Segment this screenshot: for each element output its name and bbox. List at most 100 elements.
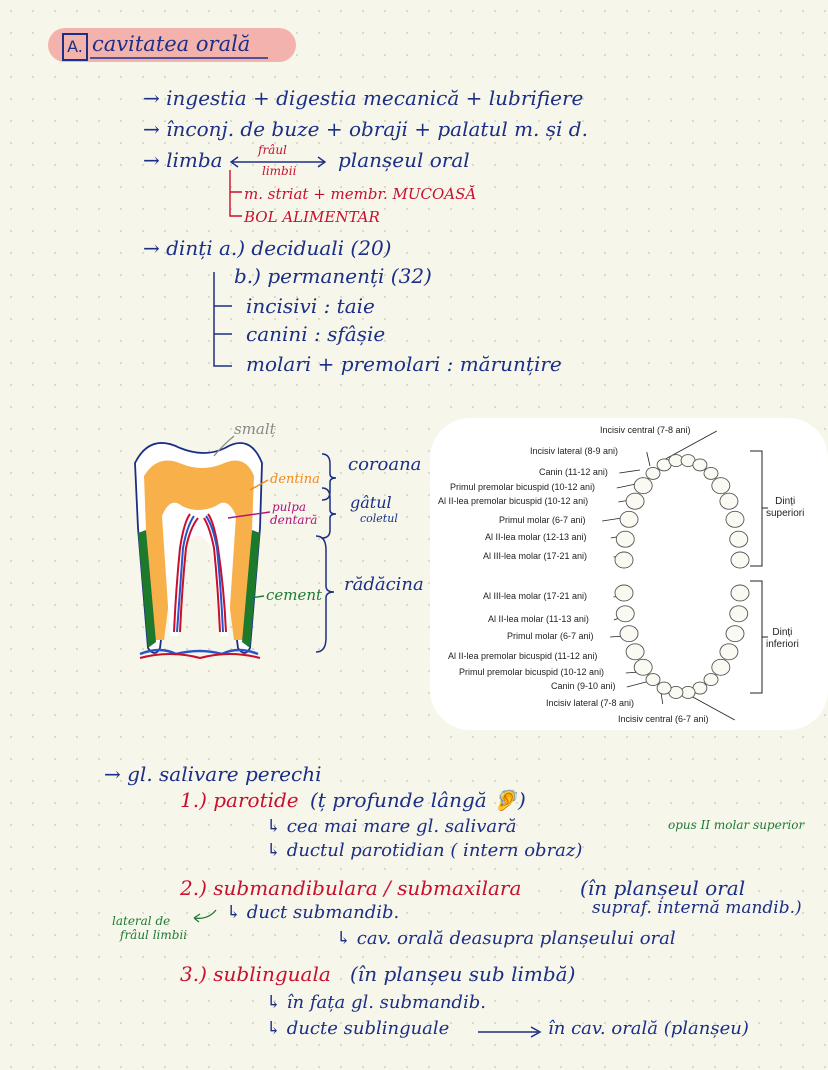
title-underline — [90, 57, 268, 59]
side-note-arrow — [193, 909, 217, 923]
teeth-line-1: → dinți a.) deciduali (20) — [143, 236, 392, 260]
lower-arch-tooth-0 — [730, 584, 750, 602]
lower-arch-tooth-10 — [645, 673, 661, 687]
upper-arch-tooth-15 — [730, 551, 750, 569]
parotid-title: 1.) parotide — [180, 788, 299, 812]
lower-arch-tooth-13 — [619, 625, 639, 643]
upper-pointer-3 — [616, 483, 637, 489]
upper-pointer-1 — [646, 451, 651, 467]
label-coletul: coletul — [360, 512, 398, 525]
title-highlight — [48, 28, 296, 62]
submandibular-line-1: ↳ duct submandib. — [226, 902, 400, 923]
submandibular-note-2: supraf. internă mandib.) — [592, 898, 802, 918]
sublingual-line-3: în cav. orală (planșeu) — [548, 1018, 749, 1039]
submandibular-note: (în planșeul oral — [580, 876, 746, 900]
sublingual-line-2: ↳ ducte sublinguale — [266, 1018, 450, 1039]
smalt-pointer — [213, 435, 235, 457]
group-upper: Dinți superiori — [766, 496, 804, 520]
upper-label-5: Primul molar (6-7 ani) — [499, 515, 586, 525]
group-upper-line-2: superiori — [766, 508, 805, 519]
lower-arch-tooth-3 — [719, 643, 739, 661]
label-smalt: smalț — [234, 420, 276, 438]
tongue-sub-1: m. striat + membr. MUCOASĂ — [244, 185, 477, 203]
lower-label-6: Incisiv lateral (7-8 ani) — [546, 698, 635, 708]
lower-label-2: Primul molar (6-7 ani) — [507, 631, 594, 641]
upper-arch-tooth-14 — [729, 530, 749, 548]
blood-vessels-blue — [176, 515, 224, 633]
upper-label-2: Canin (11-12 ani) — [539, 467, 608, 477]
lower-arch-tooth-5 — [703, 673, 719, 687]
teeth-line-5: molari + premolari : mărunțire — [246, 352, 562, 376]
sublingual-note: (în planșeu sub limbă) — [350, 962, 576, 986]
glands-heading: → gl. salivare perechi — [104, 762, 322, 786]
intro-line-3a: → limba — [143, 148, 223, 172]
upper-arch-tooth-9 — [692, 458, 708, 472]
upper-pointer-2 — [619, 469, 641, 474]
teeth-branch — [213, 272, 232, 367]
lower-label-4: Primul premolar bicuspid (10-12 ani) — [459, 667, 605, 677]
upper-arch-tooth-1 — [615, 530, 635, 548]
pulpa-pointer — [227, 511, 271, 519]
teeth-line-4: canini : sfâșie — [246, 322, 386, 346]
group-upper-line-1: Dinți — [775, 496, 796, 507]
blood-vessels-red — [173, 513, 227, 633]
upper-label-0: Incisiv central (7-8 ani) — [600, 425, 691, 435]
frenulum-arrow — [229, 156, 327, 168]
parotid-line-1: ↳ cea mai mare gl. salivară — [266, 816, 517, 837]
page-title: cavitatea orală — [92, 32, 251, 56]
lower-arch-tooth-12 — [625, 643, 645, 661]
intro-line-3b: planșeul oral — [338, 148, 470, 172]
sublingual-title: 3.) sublinguala — [180, 962, 331, 986]
submandibular-title: 2.) submandibulara / submaxilara — [180, 876, 522, 900]
lower-label-3: Al II-lea premolar bicuspid (11-12 ani) — [448, 651, 598, 661]
upper-arch-tooth-12 — [719, 492, 739, 510]
label-cement: cement — [266, 586, 323, 604]
upper-arch-tooth-2 — [619, 510, 639, 528]
dentin-layer — [144, 460, 254, 640]
label-radacina: rădăcina — [344, 574, 424, 595]
upper-label-6: Al II-lea molar (12-13 ani) — [485, 532, 587, 542]
tongue-sub-2: BOL ALIMENTAR — [244, 208, 380, 226]
group-brackets — [750, 450, 768, 694]
lower-label-0: Al III-lea molar (17-21 ani) — [483, 591, 588, 601]
group-lower-line-1: Dinți — [772, 627, 793, 638]
parotid-note: (ț profunde lângă 🦻) — [310, 788, 526, 812]
group-lower: Dinți inferiori — [766, 627, 799, 651]
frenulum-label-top: frâul — [258, 143, 287, 157]
radacina-brace — [315, 535, 335, 653]
base-vessels — [139, 648, 259, 656]
gat-brace — [321, 487, 337, 539]
upper-arch-tooth-0 — [614, 551, 634, 569]
upper-arch-tooth-11 — [711, 477, 731, 495]
submandibular-line-2: ↳ cav. orală deasupra planșeului oral — [336, 928, 676, 949]
parotid-line-2: ↳ ductul parotidian ( intern obraz) — [266, 840, 583, 861]
cement-layer — [138, 530, 260, 648]
lower-arch-tooth-14 — [615, 605, 635, 623]
submandibular-side-2: frâul limbii — [120, 928, 188, 942]
lower-arch-tooth-15 — [614, 584, 634, 602]
upper-label-3: Primul premolar bicuspid (10-12 ani) — [450, 482, 596, 492]
teeth-line-3: incisivi : taie — [246, 294, 375, 318]
upper-arch-tooth-13 — [725, 510, 745, 528]
lower-arch-tooth-11 — [633, 658, 653, 676]
upper-label-4: Al II-lea premolar bicuspid (10-12 ani) — [438, 496, 589, 506]
group-lower-line-2: inferiori — [766, 639, 799, 650]
sublingual-line-1: ↳ în fața gl. submandib. — [266, 992, 486, 1013]
lower-label-7: Incisiv central (6-7 ani) — [618, 714, 709, 724]
upper-arch-tooth-3 — [625, 492, 645, 510]
teeth-line-2: b.) permanenți (32) — [234, 264, 432, 288]
dentina-pointer — [249, 479, 269, 491]
label-coroana: coroana — [348, 454, 422, 475]
label-pulpa-2: dentară — [270, 513, 318, 527]
lower-label-1: Al II-lea molar (11-13 ani) — [488, 614, 589, 624]
tooth-diagram — [134, 435, 337, 660]
dental-arch-diagram — [602, 430, 768, 721]
section-letter: A. — [62, 33, 88, 61]
upper-pointer-5 — [602, 517, 623, 522]
lower-arch-tooth-9 — [656, 681, 672, 695]
upper-arch-tooth-4 — [633, 477, 653, 495]
label-pulpa-1: pulpa — [272, 500, 307, 514]
upper-label-1: Incisiv lateral (8-9 ani) — [530, 446, 619, 456]
intro-line-1: → ingestia + digestia mecanică + lubrifi… — [143, 86, 584, 110]
tongue-branch — [229, 170, 242, 217]
